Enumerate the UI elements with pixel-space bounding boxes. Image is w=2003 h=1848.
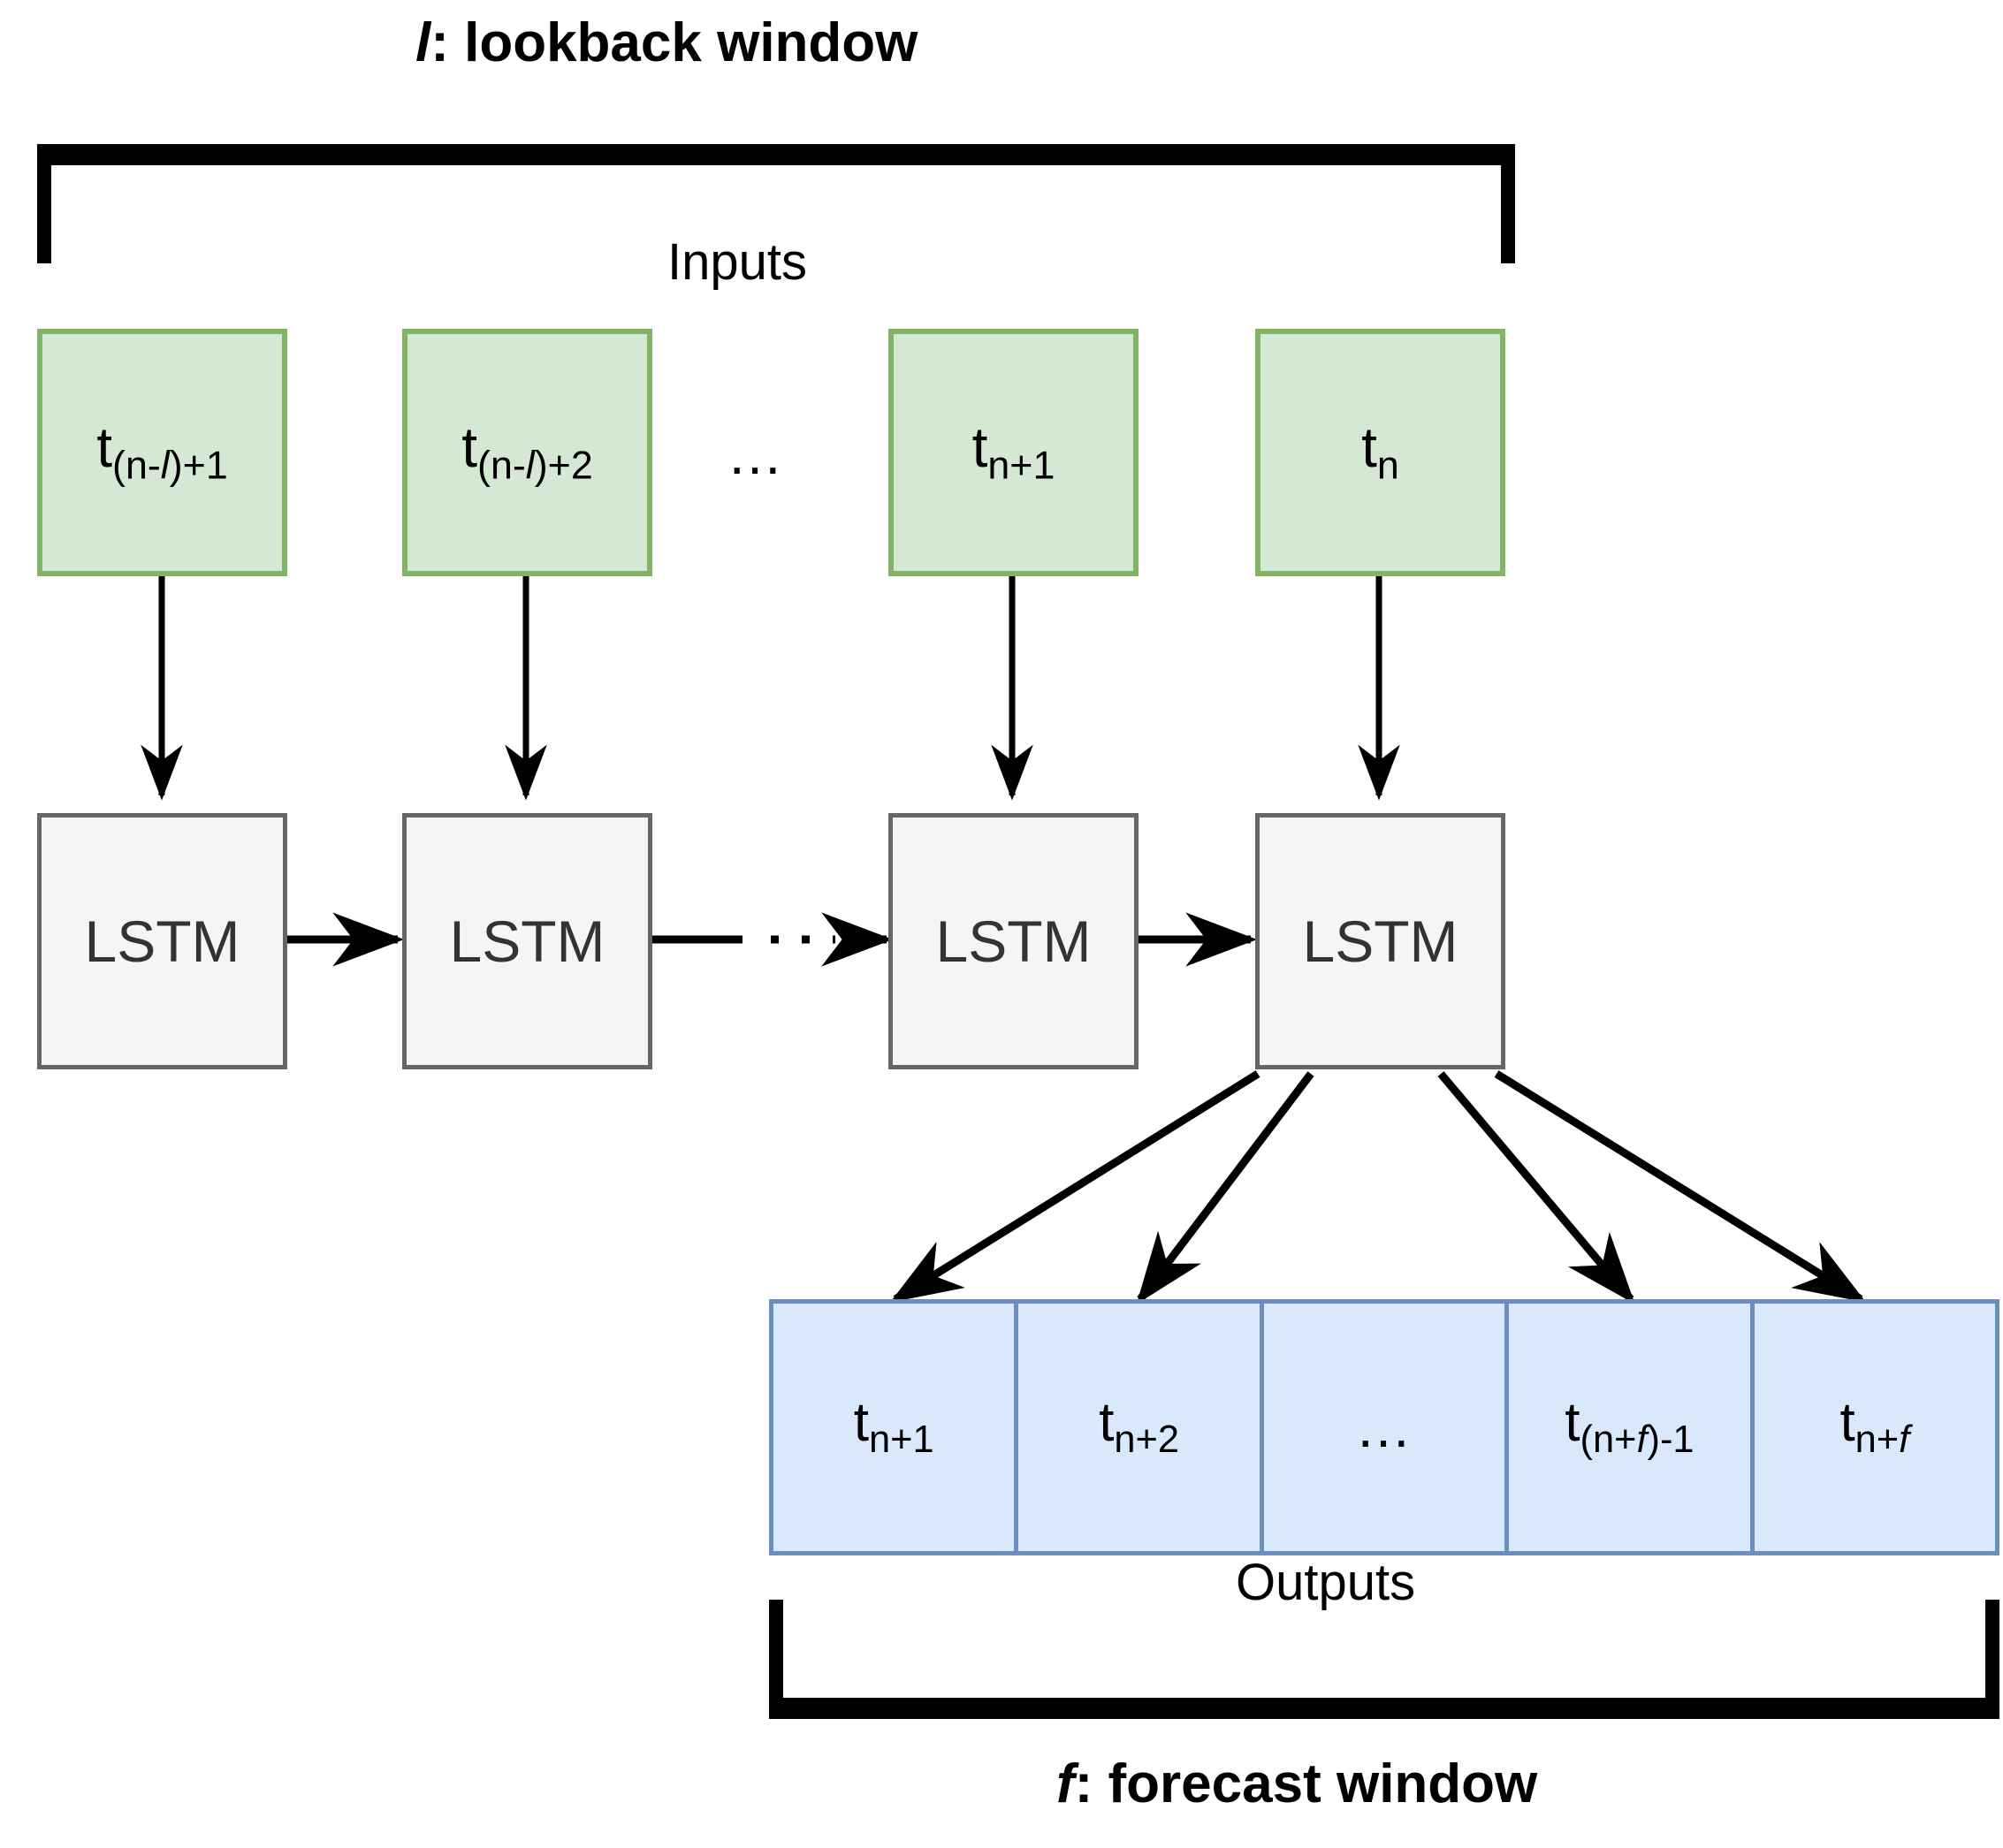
- output-1-sub-pre: n+1: [869, 1418, 934, 1461]
- lookback-symbol: l: [415, 12, 431, 73]
- input-3-sub-pre: n+1: [987, 443, 1055, 488]
- output-5-base: t: [1839, 1391, 1855, 1453]
- output-cell-5[interactable]: tn+f: [1755, 1304, 1995, 1551]
- output-1-base: t: [853, 1391, 870, 1453]
- input-box-2-label: t(n-l)+2: [461, 419, 592, 485]
- input-1-sub-post: )+1: [169, 443, 228, 488]
- input-box-1-label: t(n-l)+1: [96, 419, 227, 485]
- input-2-sub-post: )+2: [534, 443, 593, 488]
- arrow-lstm-to-output-1: [889, 1070, 1260, 1303]
- forecast-bracket: [769, 1600, 1999, 1719]
- forecast-window-caption: f: forecast window: [1056, 1757, 1537, 1812]
- output-cell-4-label: t(n+f)-1: [1565, 1395, 1695, 1461]
- input-1-sub-pre: (n-: [112, 443, 161, 488]
- output-5-sub-italic: f: [1899, 1418, 1910, 1461]
- inputs-label: Inputs: [667, 233, 807, 291]
- input-box-1[interactable]: t(n-l)+1: [37, 329, 287, 576]
- lstm-cell-2[interactable]: LSTM: [402, 813, 652, 1069]
- input-3-base: t: [971, 415, 988, 480]
- input-box-2[interactable]: t(n-l)+2: [402, 329, 652, 576]
- lstm-cell-1[interactable]: LSTM: [37, 813, 287, 1069]
- output-cell-2-label: tn+2: [1099, 1395, 1180, 1461]
- bracket-right-tick: [1501, 144, 1515, 263]
- input-row-ellipsis: …: [727, 422, 785, 486]
- input-2-base: t: [461, 415, 478, 480]
- arrow-lstm-to-output-5: [1494, 1070, 1867, 1303]
- output-4-sub-italic: f: [1636, 1418, 1648, 1461]
- input-box-4[interactable]: tn: [1255, 329, 1505, 576]
- input-2-sub-italic: l: [525, 443, 535, 488]
- output-cell-5-label: tn+f: [1839, 1395, 1910, 1461]
- output-4-sub-pre: (n+: [1580, 1418, 1637, 1461]
- output-cell-2[interactable]: tn+2: [1018, 1304, 1264, 1551]
- input-1-sub-italic: l: [160, 443, 170, 488]
- lookback-caption-text: : lookback window: [430, 12, 918, 73]
- lstm-cell-4-label: LSTM: [1302, 909, 1458, 974]
- input-4-sub-pre: n: [1376, 443, 1399, 488]
- forecast-symbol: f: [1056, 1753, 1075, 1814]
- lookback-window-caption: l: lookback window: [415, 16, 918, 71]
- output-strip: tn+1 tn+2 … t(n+f)-1 tn+f: [769, 1299, 1999, 1555]
- input-box-3-label: tn+1: [972, 419, 1055, 485]
- output-4-base: t: [1565, 1391, 1580, 1453]
- output-4-sub-post: )-1: [1647, 1418, 1695, 1461]
- output-2-base: t: [1099, 1391, 1115, 1453]
- lookback-bracket: [37, 144, 1515, 263]
- bracket-top-bar: [37, 144, 1515, 165]
- output-cell-4[interactable]: t(n+f)-1: [1509, 1304, 1755, 1551]
- input-4-base: t: [1361, 415, 1377, 480]
- bracket-left-tick: [37, 144, 51, 263]
- bracket-bottom-bar: [769, 1698, 1999, 1719]
- output-cell-3-label: …: [1355, 1396, 1414, 1459]
- input-box-3[interactable]: tn+1: [888, 329, 1139, 576]
- forecast-caption-text: : forecast window: [1074, 1753, 1538, 1814]
- output-cell-1-label: tn+1: [854, 1395, 934, 1461]
- output-2-sub-pre: n+2: [1114, 1418, 1180, 1461]
- lstm-cell-2-label: LSTM: [449, 909, 605, 974]
- input-2-sub-pre: (n-: [477, 443, 526, 488]
- input-1-base: t: [96, 415, 113, 480]
- outputs-label: Outputs: [1236, 1554, 1416, 1611]
- output-5-sub-pre: n+: [1854, 1418, 1900, 1461]
- bracket-bottom-left-tick: [769, 1600, 783, 1719]
- lstm-cell-3-label: LSTM: [935, 909, 1092, 974]
- arrow-lstm-to-output-2: [1136, 1071, 1314, 1304]
- lstm-cell-1-label: LSTM: [84, 909, 240, 974]
- output-cell-3-ellipsis[interactable]: …: [1264, 1304, 1510, 1551]
- bracket-bottom-right-tick: [1985, 1600, 1999, 1719]
- lstm-cell-3[interactable]: LSTM: [888, 813, 1139, 1069]
- arrow-lstm-to-output-4: [1437, 1071, 1635, 1304]
- input-box-4-label: tn: [1361, 419, 1399, 485]
- output-cell-1[interactable]: tn+1: [773, 1304, 1019, 1551]
- lstm-cell-4[interactable]: LSTM: [1255, 813, 1505, 1069]
